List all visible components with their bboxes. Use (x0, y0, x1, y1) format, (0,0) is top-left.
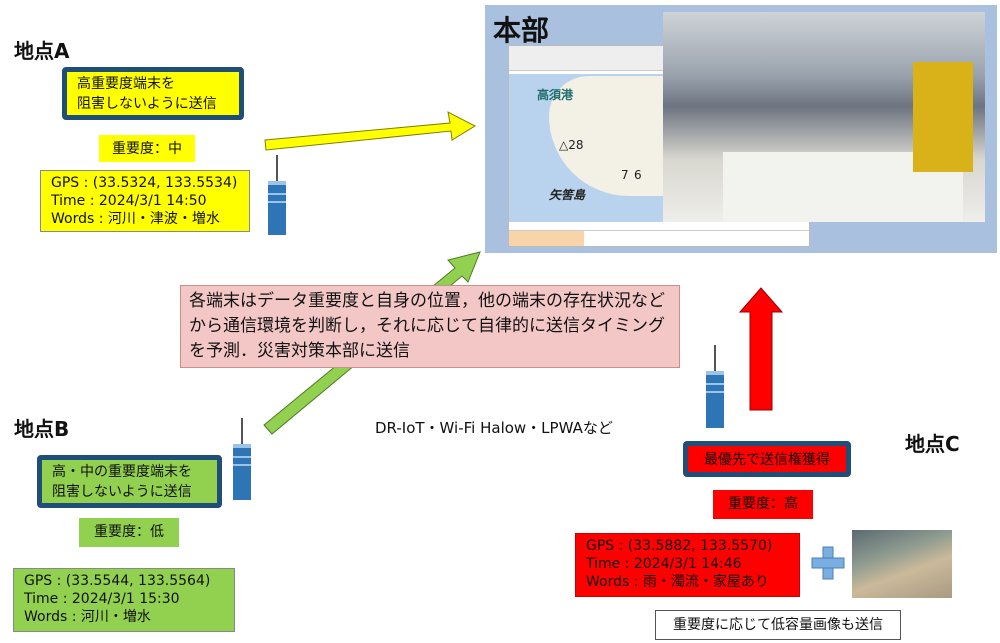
terminal-tower-icon (233, 418, 251, 500)
words-value: Words : 河川・津波・増水 (51, 211, 220, 227)
site-a-label: 地点A (14, 39, 70, 63)
site-a-importance: 重要度：中 (99, 135, 195, 162)
map-label: 7 (621, 168, 629, 182)
hq-title: 本部 (493, 14, 550, 47)
terminal-tower-icon (268, 155, 286, 235)
arrow-a-to-hq (264, 111, 477, 151)
nav-tab-active (509, 231, 584, 246)
arrow-c-to-hq (738, 287, 784, 411)
strategy-line: 阻害しないように送信 (77, 96, 217, 112)
disaster-image-thumbnail (852, 530, 952, 598)
site-b-importance: 重要度：低 (79, 518, 179, 547)
strategy-line: 阻害しないように送信 (52, 484, 192, 500)
network-label: DR-IoT・Wi-Fi Halow・LPWAなど (375, 419, 613, 437)
site-b-label: 地点B (14, 417, 70, 441)
gps-value: GPS : (33.5544, 133.5564) (24, 573, 211, 589)
words-value: Words : 雨・濁流・家屋あり (586, 574, 769, 590)
site-b-strategy: 高・中の重要度端末を 阻害しないように送信 (37, 455, 222, 508)
gps-value: GPS : (33.5882, 133.5570) (586, 538, 773, 554)
people-yellow (913, 62, 973, 172)
map-label: 矢筈島 (549, 188, 586, 202)
site-b-gps-box: GPS : (33.5544, 133.5564) Time : 2024/3/… (13, 568, 235, 632)
map-label: 高須港 (537, 88, 574, 102)
time-value: Time : 2024/3/1 15:30 (24, 591, 180, 607)
description-box: 各端末はデータ重要度と自身の位置，他の端末の存在状況などから通信環境を判断し，そ… (180, 285, 680, 368)
map-label: △28 (559, 138, 584, 152)
site-c-importance: 重要度：高 (713, 490, 813, 519)
hq-meeting-photo (663, 12, 985, 222)
site-c-label: 地点C (905, 432, 960, 456)
strategy-line: 最優先で送信権獲得 (704, 452, 830, 468)
plus-icon (811, 546, 845, 580)
image-note: 重要度に応じて低容量画像も送信 (655, 610, 901, 640)
app-bottom-nav (509, 230, 809, 246)
terminal-tower-icon (706, 345, 724, 428)
site-a-strategy: 高重要度端末を 阻害しないように送信 (62, 67, 244, 120)
site-a-gps-box: GPS : (33.5324, 133.5534) Time : 2024/3/… (40, 170, 250, 232)
time-value: Time : 2024/3/1 14:46 (586, 556, 742, 572)
site-c-gps-box: GPS : (33.5882, 133.5570) Time : 2024/3/… (575, 533, 800, 597)
words-value: Words : 河川・増水 (24, 609, 151, 625)
gps-value: GPS : (33.5324, 133.5534) (51, 175, 238, 191)
time-value: Time : 2024/3/1 14:50 (51, 193, 207, 209)
site-c-strategy: 最優先で送信権獲得 (683, 441, 851, 477)
map-label: 6 (634, 168, 642, 182)
strategy-line: 高・中の重要度端末を (52, 464, 192, 480)
strategy-line: 高重要度端末を (77, 76, 175, 92)
headquarters-panel: 本部 高須港 矢筈島 △28 7 6 (485, 5, 997, 253)
